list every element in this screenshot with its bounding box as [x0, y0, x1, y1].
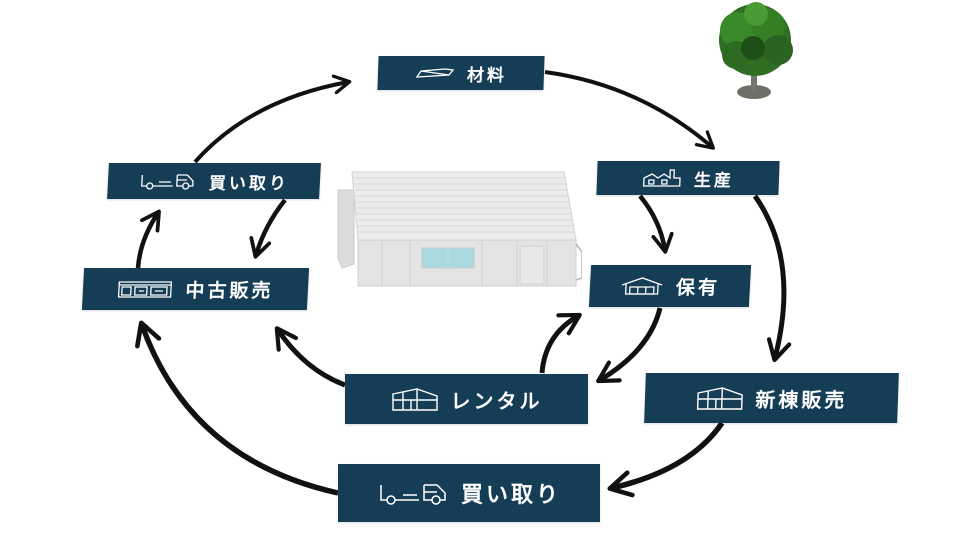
- arrow-hoyu-to-rental: [596, 307, 663, 384]
- arrow-shinchiku-to-kaitori: [607, 421, 725, 498]
- truck-icon: [139, 172, 198, 190]
- arrow-seisan-to-shinchiku: [752, 194, 792, 363]
- node-shinchiku: 新棟販売: [644, 373, 899, 423]
- node-label: レンタル: [450, 388, 543, 413]
- node-zairyo: 材料: [377, 56, 545, 90]
- modular-units-icon: [117, 279, 174, 299]
- arrow-rental-to-hoyu: [539, 312, 582, 374]
- factory-icon: [642, 168, 683, 188]
- node-label: 新棟販売: [755, 387, 848, 412]
- node-label: 買い取り: [208, 173, 290, 194]
- arrow-kaitori-to-chuko: [249, 198, 287, 259]
- node-kaitori-bottom: 買い取り: [338, 464, 600, 522]
- node-rental: レンタル: [345, 374, 588, 424]
- arrow-kaitori-bottom-to-chuko: [135, 320, 339, 496]
- node-label: 材料: [466, 65, 508, 86]
- node-kaitori-top: 買い取り: [107, 163, 321, 199]
- node-label: 中古販売: [184, 279, 274, 302]
- material-panel-icon: [415, 66, 455, 80]
- warehouse-icon: [619, 276, 664, 296]
- building-icon: [391, 386, 439, 412]
- truck-icon: [377, 481, 449, 505]
- building-icon: [695, 385, 744, 411]
- modular-container-image: [332, 168, 583, 288]
- tree-image: [708, 0, 808, 105]
- node-chuko: 中古販売: [81, 268, 310, 310]
- arrow-zairyo-to-seisan: [544, 70, 715, 150]
- arrow-seisan-to-hoyu: [638, 194, 674, 254]
- node-seisan: 生産: [596, 161, 780, 195]
- node-label: 生産: [693, 170, 735, 191]
- node-hoyu: 保有: [588, 265, 752, 307]
- node-label: 買い取り: [460, 483, 561, 508]
- node-label: 保有: [675, 276, 721, 299]
- arrow-kaitori-to-zairyo: [193, 74, 352, 164]
- arrow-rental-to-chuko: [274, 326, 346, 388]
- arrow-chuko-to-kaitori: [135, 209, 161, 269]
